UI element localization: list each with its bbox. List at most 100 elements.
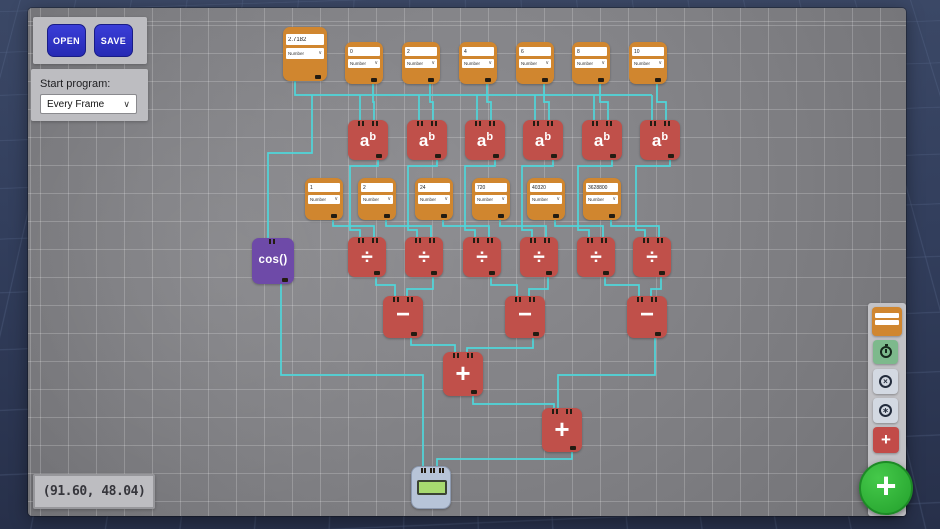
output-port[interactable] (435, 154, 441, 158)
number-value-input[interactable] (575, 47, 607, 56)
input-ports[interactable] (417, 121, 419, 126)
output-port[interactable] (609, 214, 615, 218)
input-ports[interactable] (592, 121, 594, 126)
number-type-dropdown[interactable]: Number∨ (405, 59, 437, 68)
number-value-input[interactable] (286, 34, 324, 45)
input-ports[interactable] (530, 238, 532, 243)
palette-circle-x-node[interactable]: × (873, 369, 898, 394)
input-ports[interactable] (421, 468, 423, 473)
input-ports[interactable] (473, 238, 475, 243)
output-port[interactable] (659, 271, 665, 275)
output-port[interactable] (411, 332, 417, 336)
output-port[interactable] (570, 446, 576, 450)
number-type-dropdown[interactable]: Number∨ (475, 195, 507, 204)
subtract-node-2[interactable]: − (505, 296, 545, 338)
output-port[interactable] (384, 214, 390, 218)
cosine-node[interactable]: cos() (252, 238, 294, 284)
number-node-exp-2[interactable]: Number∨ (402, 42, 440, 84)
power-node-4[interactable]: ab (523, 120, 563, 160)
add-node-2[interactable]: + (542, 408, 582, 452)
output-port[interactable] (376, 154, 382, 158)
input-ports[interactable] (453, 353, 455, 358)
number-type-dropdown[interactable]: Number∨ (586, 195, 618, 204)
number-value-input[interactable] (519, 47, 551, 56)
palette-add-node[interactable]: + (873, 427, 899, 453)
number-type-dropdown[interactable]: Number∨ (308, 195, 340, 204)
divide-node-3[interactable]: ÷ (463, 237, 501, 277)
input-ports[interactable] (415, 238, 417, 243)
input-ports[interactable] (358, 238, 360, 243)
number-node-den-2[interactable]: Number∨ (358, 178, 396, 220)
number-node-exp-1[interactable]: Number∨ (345, 42, 383, 84)
number-value-input[interactable] (418, 183, 450, 192)
number-node-exp-5[interactable]: Number∨ (572, 42, 610, 84)
power-node-6[interactable]: ab (640, 120, 680, 160)
output-port[interactable] (603, 271, 609, 275)
output-port[interactable] (431, 271, 437, 275)
output-port[interactable] (441, 214, 447, 218)
subtract-node-3[interactable]: − (627, 296, 667, 338)
output-port[interactable] (598, 78, 604, 82)
number-type-dropdown[interactable]: Number∨ (632, 59, 664, 68)
open-button[interactable]: OPEN (47, 24, 86, 57)
divide-node-1[interactable]: ÷ (348, 237, 386, 277)
number-value-input[interactable] (475, 183, 507, 192)
output-port[interactable] (546, 271, 552, 275)
divide-node-4[interactable]: ÷ (520, 237, 558, 277)
number-node-den-4[interactable]: Number∨ (472, 178, 510, 220)
number-node-exp-6[interactable]: Number∨ (629, 42, 667, 84)
start-program-select[interactable]: Every Frame ∨ (40, 94, 137, 114)
number-node-den-1[interactable]: Number∨ (305, 178, 343, 220)
number-type-dropdown[interactable]: Number∨ (530, 195, 562, 204)
number-value-input[interactable] (632, 47, 664, 56)
input-port[interactable] (269, 239, 271, 244)
palette-circle-asterisk-node[interactable]: ∗ (873, 398, 898, 423)
save-button[interactable]: SAVE (94, 24, 133, 57)
palette-number-node[interactable] (872, 307, 902, 336)
input-ports[interactable] (358, 121, 360, 126)
output-port[interactable] (374, 271, 380, 275)
subtract-node-1[interactable]: − (383, 296, 423, 338)
number-value-input[interactable] (361, 183, 393, 192)
output-port[interactable] (489, 271, 495, 275)
output-port[interactable] (553, 214, 559, 218)
number-value-input[interactable] (405, 47, 437, 56)
number-value-input[interactable] (462, 47, 494, 56)
input-ports[interactable] (587, 238, 589, 243)
output-port[interactable] (655, 332, 661, 336)
input-ports[interactable] (475, 121, 477, 126)
output-port[interactable] (610, 154, 616, 158)
number-node-den-3[interactable]: Number∨ (415, 178, 453, 220)
number-node-exp-4[interactable]: Number∨ (516, 42, 554, 84)
number-node-den-5[interactable]: Number∨ (527, 178, 565, 220)
output-port[interactable] (471, 390, 477, 394)
output-port[interactable] (371, 78, 377, 82)
number-node-den-6[interactable]: Number∨ (583, 178, 621, 220)
number-type-dropdown[interactable]: Number∨ (348, 59, 380, 68)
output-port[interactable] (542, 78, 548, 82)
divide-node-6[interactable]: ÷ (633, 237, 671, 277)
output-port[interactable] (428, 78, 434, 82)
divide-node-2[interactable]: ÷ (405, 237, 443, 277)
output-port[interactable] (315, 75, 321, 79)
power-node-3[interactable]: ab (465, 120, 505, 160)
input-ports[interactable] (552, 409, 554, 414)
number-type-dropdown[interactable]: Number∨ (519, 59, 551, 68)
number-node-exp-3[interactable]: Number∨ (459, 42, 497, 84)
number-type-dropdown[interactable]: Number∨ (462, 59, 494, 68)
output-port[interactable] (331, 214, 337, 218)
output-port[interactable] (655, 78, 661, 82)
input-ports[interactable] (393, 297, 395, 302)
power-node-1[interactable]: ab (348, 120, 388, 160)
number-value-input[interactable] (586, 183, 618, 192)
output-port[interactable] (493, 154, 499, 158)
output-port[interactable] (485, 78, 491, 82)
output-port[interactable] (551, 154, 557, 158)
number-type-dropdown[interactable]: Number∨ (361, 195, 393, 204)
number-value-input[interactable] (308, 183, 340, 192)
number-node-x[interactable]: Number ∨ (283, 27, 327, 81)
divide-node-5[interactable]: ÷ (577, 237, 615, 277)
add-node-button[interactable]: + (859, 461, 913, 515)
palette-timer-node[interactable] (873, 340, 898, 364)
node-canvas[interactable]: Number ∨ Number∨ Number∨ Number∨ Number∨ (28, 8, 906, 516)
